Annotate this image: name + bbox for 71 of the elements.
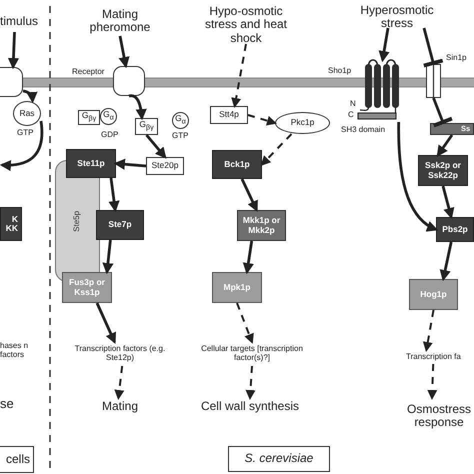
g-protein-box: G$_{βγ}$ [135,118,158,135]
protein-label: Receptor [72,67,104,76]
protein-label: Sin1p [446,53,466,62]
response-label: Cell wall synthesis [190,398,310,416]
protein-label: C [348,110,354,119]
arrow [108,178,120,212]
kinase-box: Ssk2p or Ssk22p [418,155,468,186]
kinase-box: K KK [0,207,22,241]
protein-label: SH3 domain [341,125,386,134]
protein-label: GDP [101,130,118,139]
arrow [427,364,438,400]
kinase-box: Ste7p [96,210,144,240]
arrow [114,158,146,170]
kinase-box: Mkk1p or Mkk2p [237,210,286,241]
g-protein-box: G$_{βγ}$ [78,110,100,125]
target-label: Cellular targets [transcription factor(s)?] [196,342,308,366]
g-protein-circle: G$_{α}$ [100,108,117,125]
arrow [422,310,434,352]
inhibition-line [432,98,453,128]
arrow [8,32,20,70]
response-label: Mating [80,398,160,416]
stimulus-label: timulus [0,12,44,32]
arrow [260,133,292,166]
arrow [236,302,254,344]
arrow [231,44,247,108]
kinase-box: Ste11p [66,149,116,178]
arrow [442,186,454,220]
response-label: Osmostress response [404,398,474,434]
protein-label: N [350,99,356,108]
arrow [248,114,277,126]
g-protein-circle: G$_{α}$ [172,112,189,129]
arrow [240,178,258,212]
kinase-box: Pbs2p [436,217,474,242]
protein-label: Sho1p [328,66,352,75]
arrow [118,36,130,68]
organism-box: S. cerevisiae [228,446,330,472]
protein-label: GTP [172,131,188,140]
protein-label: GTP [17,128,34,137]
kinase-box: Bck1p [212,150,262,179]
kinase-box: Ste20p [146,157,184,175]
arrow [440,242,453,282]
kinase-box: Mpk1p [212,272,262,303]
protein-box: Stt4p [210,106,248,124]
stimulus-label: Hyperosmotic stress [352,6,442,28]
stimulus-label: Hypo-osmotic stress and heat shock [196,6,296,44]
arrow [114,366,124,400]
stimulus-label: Mating pheromone [78,6,162,36]
arrow [436,134,454,157]
sensor-shape [426,64,441,98]
target-label: Transcription fa [406,350,474,364]
kinase-box: Fus3p or Kss1p [62,272,112,303]
caption-text: hases n factors [0,341,30,359]
inhibition-line [422,28,444,68]
arrow [242,240,254,274]
arrow [145,134,166,159]
organism-box: cells [0,446,34,473]
arrow [22,90,38,104]
arrow [246,366,256,400]
arrow [397,122,438,231]
arrow [102,240,114,274]
ras-oval: Ras [13,101,41,126]
arrow [96,302,116,344]
protein-oval: Pkc1p [275,112,330,134]
arrow [378,28,390,62]
target-label: Transcription factors (e.g. Ste12p) [66,342,174,366]
caption-text: se [0,396,15,411]
arrow [128,94,147,120]
arrow [0,120,44,171]
receptor-shape [113,66,145,96]
transmembrane-protein-drawing [355,60,401,122]
kinase-box: Hog1p [409,279,458,310]
